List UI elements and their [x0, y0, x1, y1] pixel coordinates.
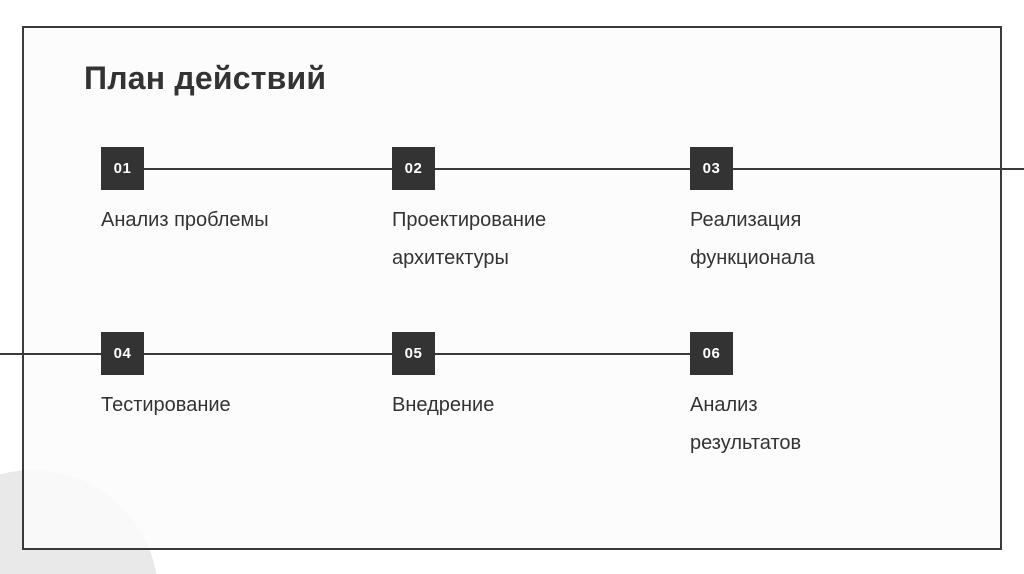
- timeline-connector-line-top: [143, 168, 1024, 170]
- step-label: Реализация функционала: [690, 209, 815, 269]
- timeline-step-02[interactable]: 02 Проектирование архитектуры: [392, 147, 546, 269]
- slide-frame-border: [22, 26, 1002, 550]
- page-title: План действий: [84, 60, 327, 96]
- timeline-step-01[interactable]: 01 Анализ проблемы: [101, 147, 269, 231]
- step-number-badge: 02: [392, 147, 435, 190]
- step-number-badge: 04: [101, 332, 144, 375]
- step-number-badge: 03: [690, 147, 733, 190]
- timeline-connector-line-bottom: [0, 353, 690, 355]
- step-number-badge: 01: [101, 147, 144, 190]
- step-number-badge: 06: [690, 332, 733, 375]
- timeline-step-05[interactable]: 05 Внедрение: [392, 332, 494, 416]
- timeline-step-03[interactable]: 03 Реализация функционала: [690, 147, 815, 269]
- timeline-step-06[interactable]: 06 Анализ результатов: [690, 332, 801, 454]
- step-label: Анализ проблемы: [101, 209, 269, 231]
- step-label: Анализ результатов: [690, 394, 802, 454]
- step-label: Тестирование: [101, 394, 231, 416]
- step-label: Внедрение: [392, 394, 495, 416]
- step-label: Проектирование архитектуры: [392, 209, 547, 269]
- timeline-step-04[interactable]: 04 Тестирование: [101, 332, 231, 416]
- step-number-badge: 05: [392, 332, 435, 375]
